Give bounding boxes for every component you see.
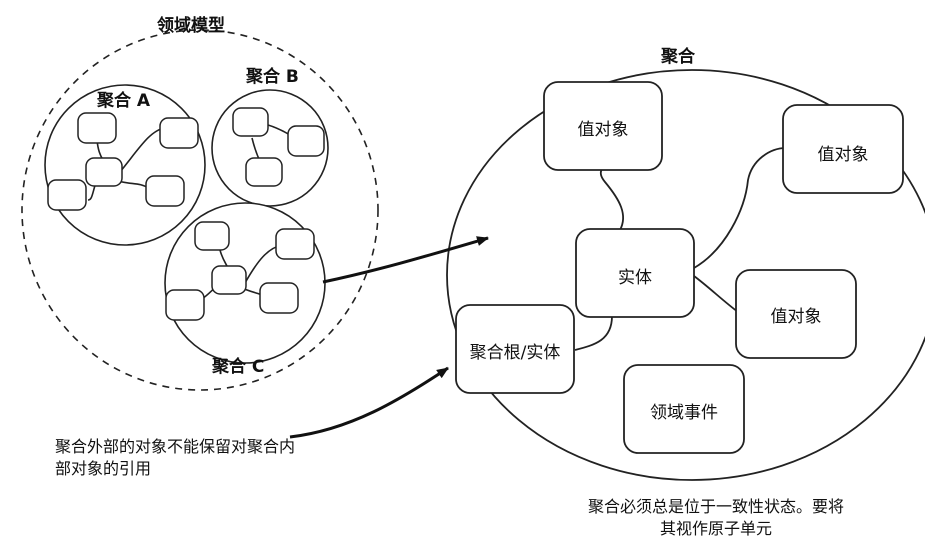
aggregate-c-label: 聚合 C (212, 357, 265, 377)
value-object-node-1 (543, 81, 663, 171)
aggregate-a-circle (44, 84, 206, 246)
aggregate-root-label: 聚合根/实体 (469, 343, 561, 363)
connector-entity-vo1 (599, 168, 625, 231)
aggregate-title: 聚合 (661, 47, 695, 67)
aggregate-a-label: 聚合 A (97, 91, 151, 111)
aggregate-c-circle (164, 202, 326, 364)
value-object-label-1: 值对象 (577, 120, 629, 140)
connector-entity-vo2 (693, 147, 787, 269)
aggregate-detail-group (446, 69, 925, 481)
aggregate-boundary (446, 69, 925, 481)
connector-entity-vo3 (693, 275, 739, 313)
domain-event-node (623, 364, 745, 454)
domain-model-boundary (21, 29, 379, 391)
value-object-node-2 (782, 104, 904, 194)
entity-label: 实体 (618, 268, 652, 288)
consistency-note: 聚合必须总是位于一致性状态。要将其视作原子单元 (587, 497, 844, 538)
external-reference-note: 聚合外部的对象不能保留对聚合内部对象的引用 (55, 437, 296, 478)
aggregate-b-label: 聚合 B (246, 67, 299, 87)
aggregate-b-circle (211, 89, 329, 207)
value-object-node-3 (735, 269, 857, 359)
reference-arrow (289, 366, 449, 439)
domain-event-label: 领域事件 (650, 403, 718, 423)
domain-model-title: 领域模型 (157, 16, 225, 36)
domain-model-group (21, 29, 379, 391)
value-object-label-2: 值对象 (817, 145, 869, 165)
zoom-arrow (322, 236, 489, 284)
value-object-label-3: 值对象 (770, 307, 822, 327)
connector-root-entity (574, 315, 613, 351)
aggregate-root-node (455, 304, 575, 394)
entity-node (575, 228, 695, 318)
